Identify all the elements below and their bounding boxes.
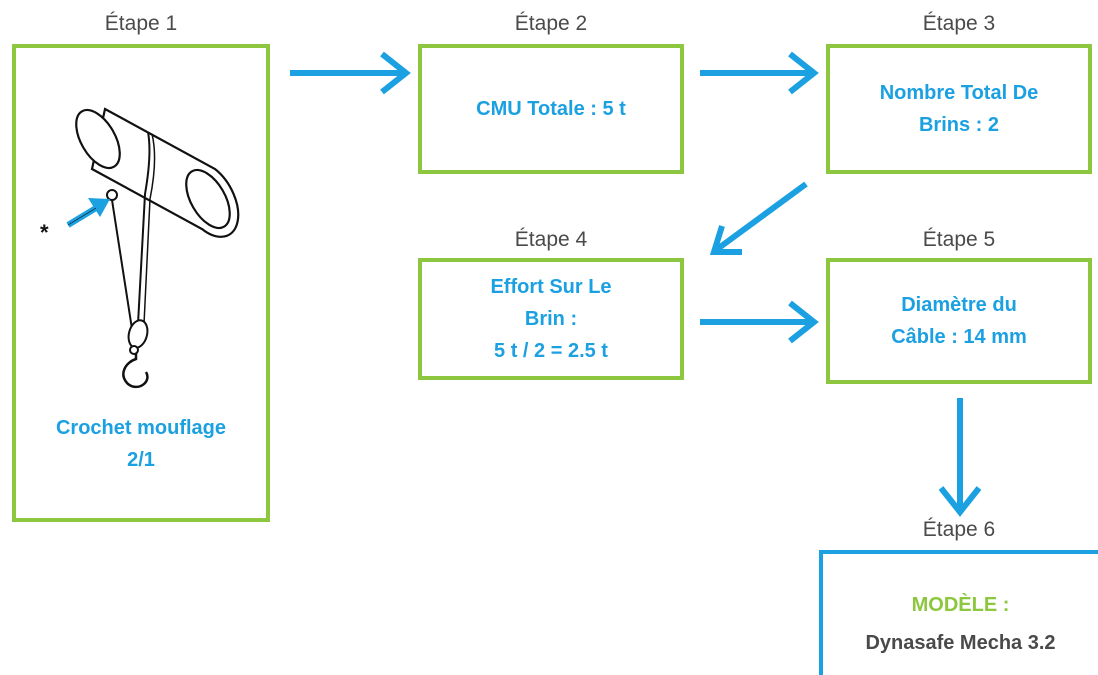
step-4-line-3: 5 t / 2 = 2.5 t [494, 340, 608, 362]
anchor-marker: * [40, 220, 49, 245]
step-1-label: Étape 1 [104, 12, 178, 35]
arrow-icon [700, 51, 819, 95]
step-2-label: Étape 2 [514, 12, 588, 35]
model-name: Dynasafe Mecha 3.2 [865, 632, 1056, 654]
step-2-box: CMU Totale : 5 t [418, 44, 684, 174]
model-label: MODÈLE : [911, 594, 1010, 616]
step-1-box: * Crochet mouflage 2/1 [12, 44, 270, 522]
step-3-label: Étape 3 [922, 12, 996, 35]
step-1-line-1: Crochet mouflage [55, 417, 227, 439]
step-3-line-2: Brins : 2 [918, 114, 1000, 136]
step-4-box: Effort Sur Le Brin : 5 t / 2 = 2.5 t [418, 258, 684, 380]
step-1-line-2: 2/1 [127, 449, 155, 471]
step-4-label: Étape 4 [514, 228, 588, 251]
step-4-line-1: Effort Sur Le [490, 276, 612, 298]
arrow-icon [700, 300, 819, 344]
step-5-label: Étape 5 [922, 228, 996, 251]
step-3-line-1: Nombre Total De [879, 82, 1039, 104]
step-5-box: Diamètre du Câble : 14 mm [826, 258, 1092, 384]
step-6-box: MODÈLE : Dynasafe Mecha 3.2 [819, 550, 1098, 675]
step-5-line-2: Câble : 14 mm [891, 326, 1027, 348]
arrow-icon [290, 51, 411, 95]
step-4-line-2: Brin : [524, 308, 578, 330]
hook-pulley-icon [66, 107, 240, 389]
step-6-label: Étape 6 [922, 518, 996, 541]
step-3-box: Nombre Total De Brins : 2 [826, 44, 1092, 174]
arrow-icon [709, 181, 808, 255]
arrow-icon [938, 398, 982, 517]
step-2-line-1: CMU Totale : 5 t [476, 98, 626, 120]
step-5-line-1: Diamètre du [901, 294, 1017, 316]
